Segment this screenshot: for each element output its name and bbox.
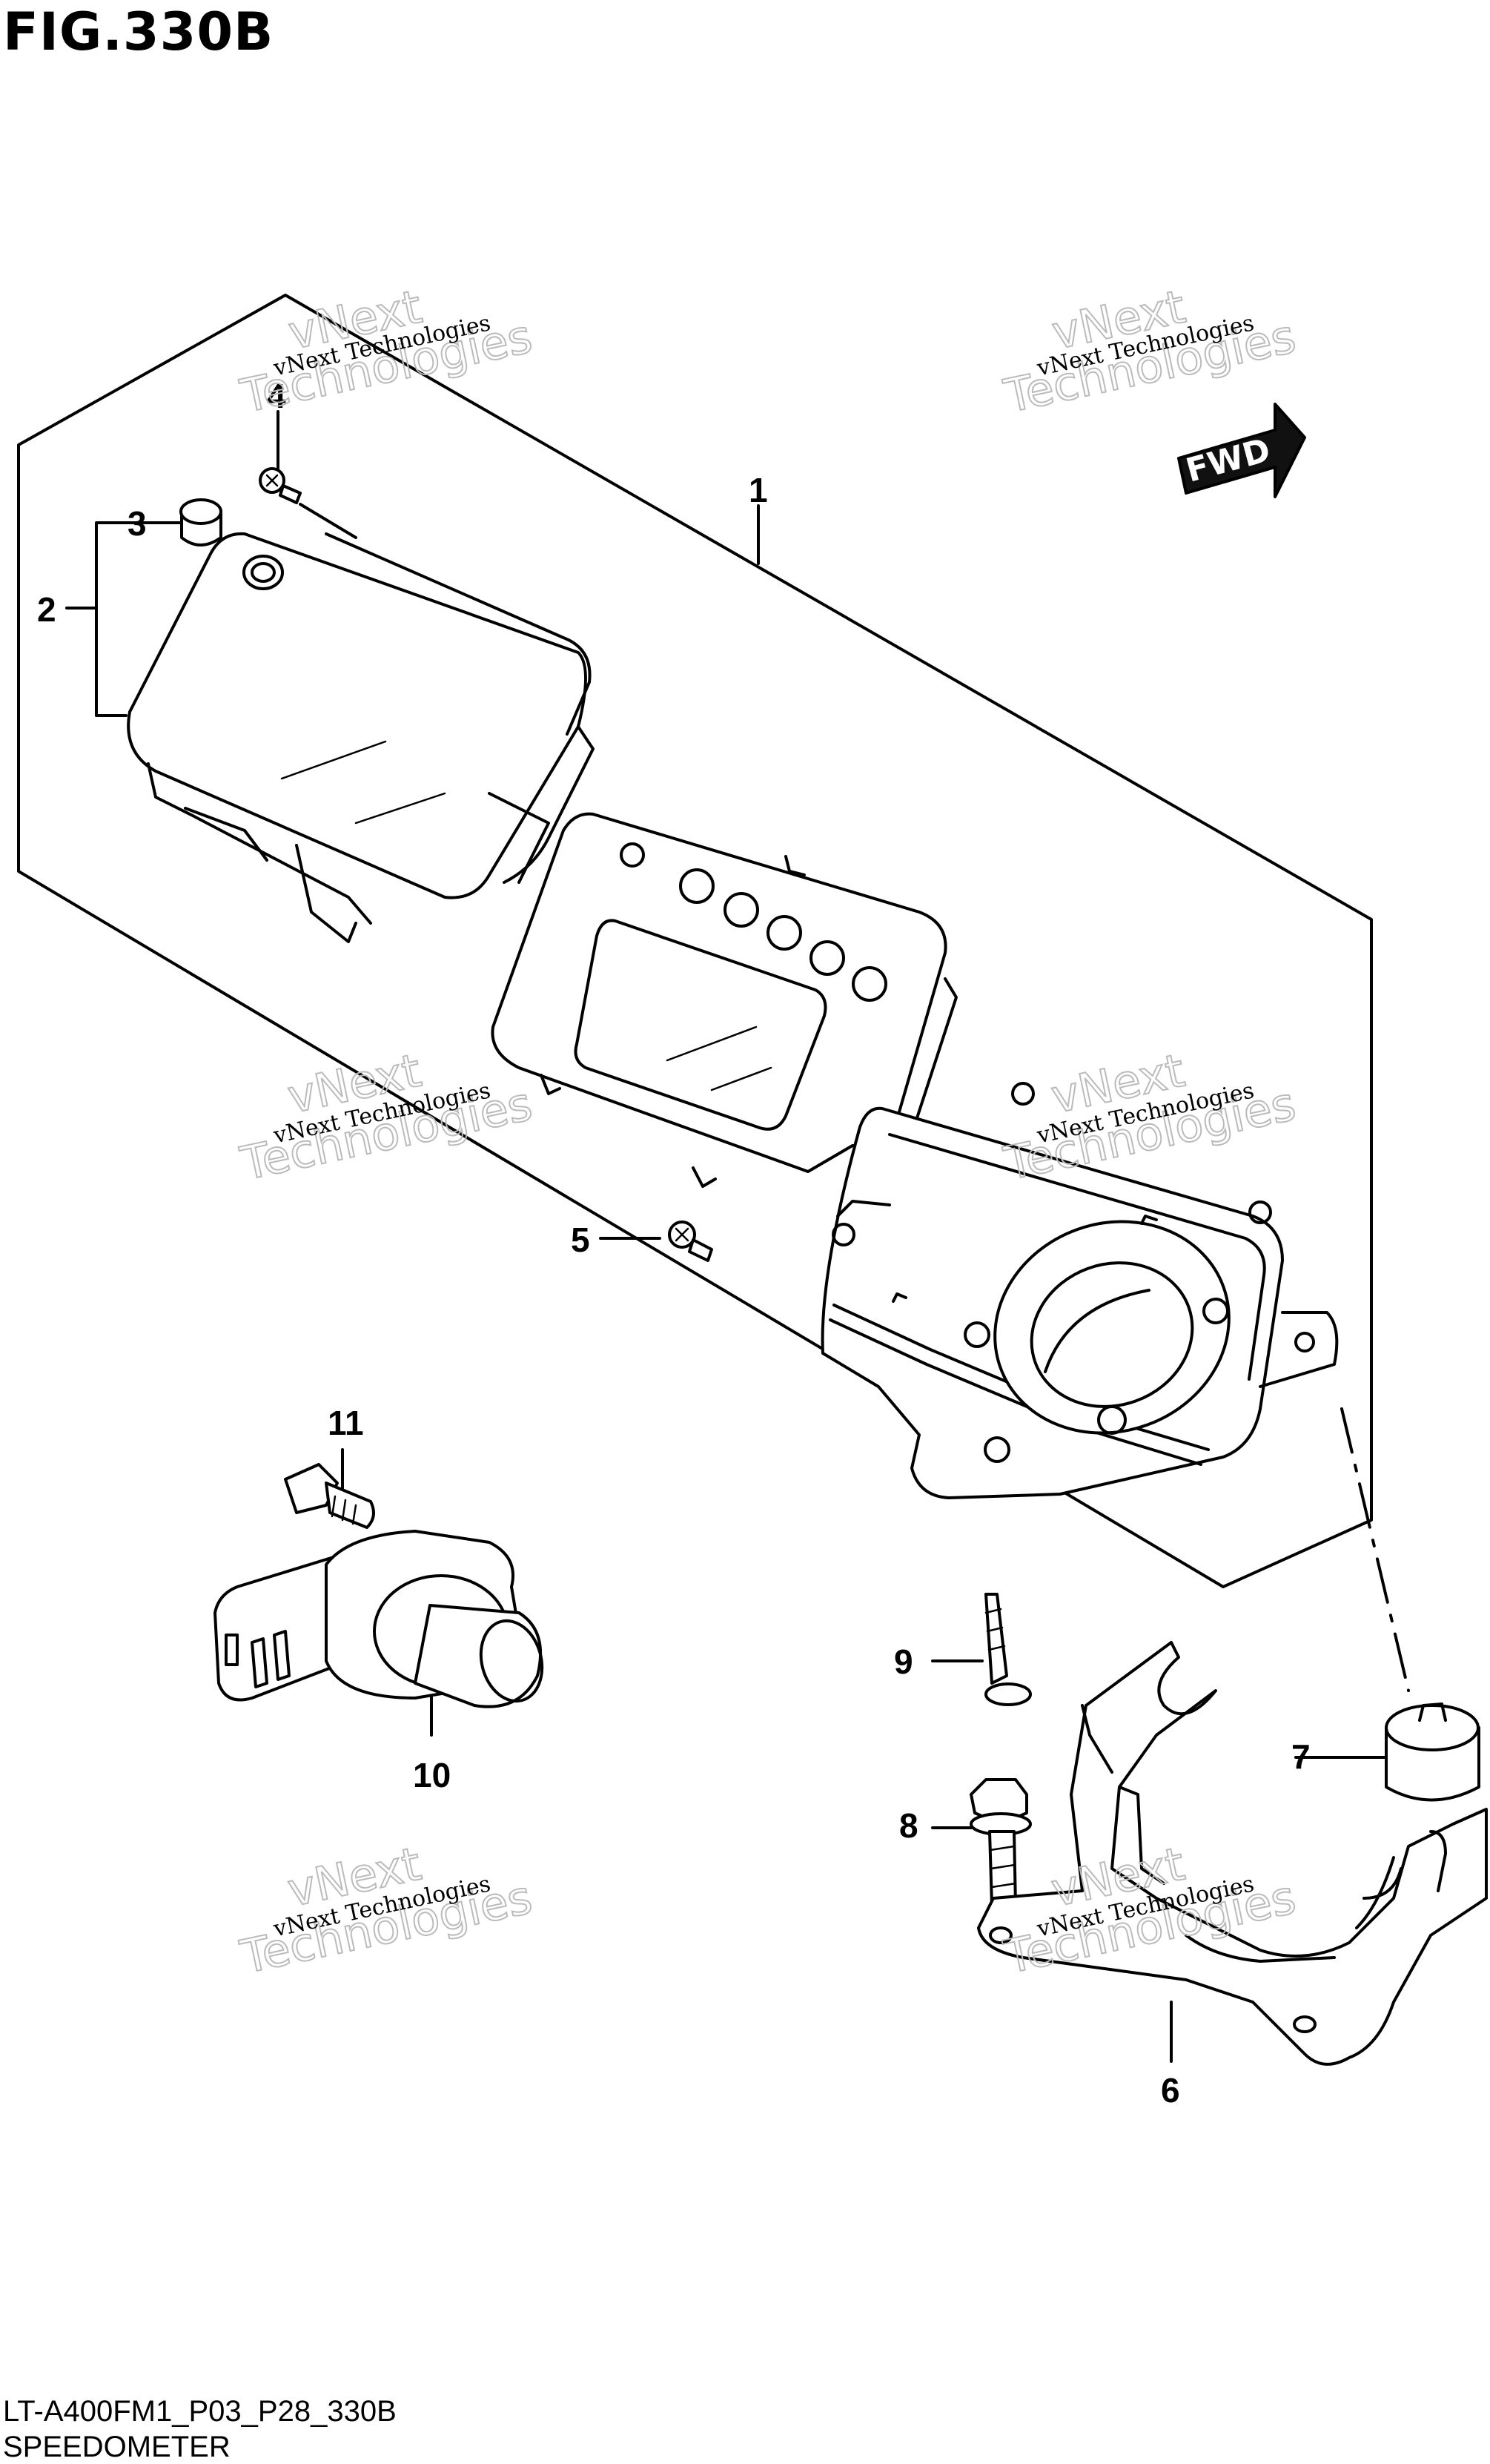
- figure-title: FIG.330B: [3, 1, 274, 62]
- screw-4: [259, 467, 302, 504]
- flange-bolt-8: [970, 1778, 1032, 1913]
- callout-10: 10: [413, 1756, 451, 1794]
- callout-11: 11: [328, 1404, 364, 1442]
- callout-5: 5: [571, 1221, 590, 1259]
- callout-2: 2: [37, 590, 56, 629]
- callout-4: 4: [267, 377, 286, 415]
- bracket-6: [977, 1641, 1488, 2066]
- callout-7: 7: [1291, 1737, 1311, 1776]
- rubber-cap: [179, 498, 222, 546]
- fwd-arrow-badge: FWD: [1177, 403, 1306, 498]
- callout-3: 3: [128, 504, 147, 543]
- lcd-panel: [491, 812, 958, 1188]
- callout-6: 6: [1161, 2071, 1180, 2110]
- speed-sensor: [213, 1530, 544, 1708]
- watermark-bottom-left: vNext Technologies vNext Technologies: [235, 1836, 537, 1985]
- diagram-code: LT-A400FM1_P03_P28_330B: [3, 2395, 397, 2428]
- assembly-boundary: [17, 294, 1373, 1588]
- bolt-11: [284, 1463, 375, 1529]
- callout-1: 1: [749, 471, 768, 509]
- callout-8: 8: [899, 1806, 918, 1845]
- grommet-7: [1385, 1702, 1480, 1802]
- watermark-mid-left: vNext Technologies vNext Technologies: [235, 1043, 537, 1192]
- tapping-screw-9: [984, 1593, 1032, 1706]
- watermark-mid-right: vNext Technologies vNext Technologies: [999, 1043, 1301, 1192]
- callout-9: 9: [894, 1642, 913, 1681]
- diagram-name: SPEEDOMETER: [3, 2431, 231, 2463]
- screw-5: [668, 1221, 713, 1262]
- watermark-top-left: vNext Technologies vNext Technologies: [235, 279, 537, 424]
- meter-housing: [821, 1082, 1339, 1499]
- meter-cover: [127, 532, 595, 943]
- watermark-top-right: vNext Technologies vNext Technologies: [999, 279, 1301, 424]
